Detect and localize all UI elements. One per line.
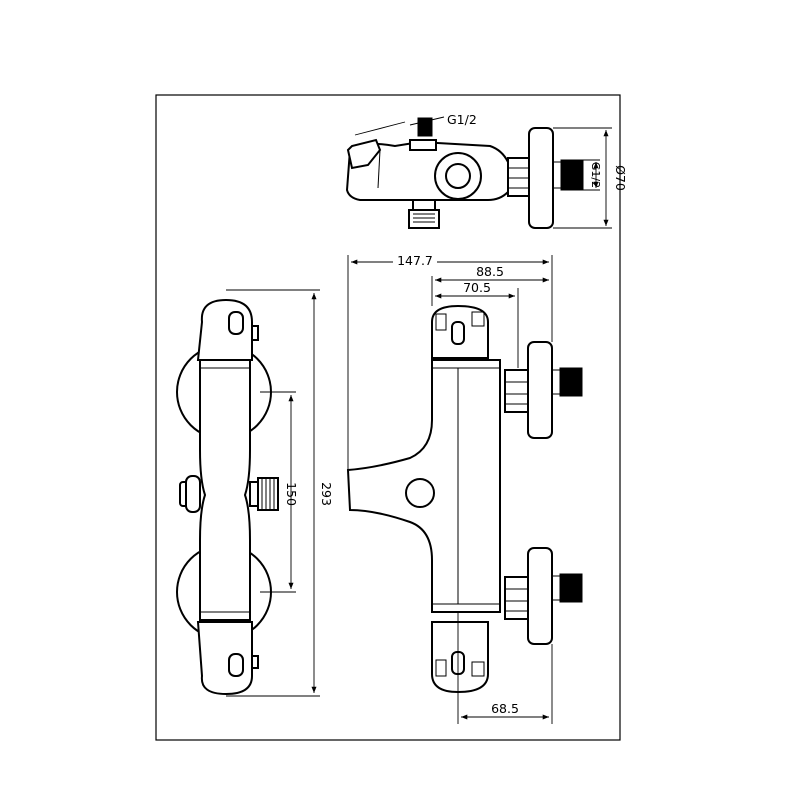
- label-width-147: 147.7: [397, 253, 433, 268]
- top-view-nut: [409, 139, 437, 151]
- label-depth-70: 70.5: [463, 280, 491, 295]
- side-outlet-hole: [405, 478, 435, 508]
- label-diameter: Ø70: [613, 165, 628, 191]
- label-spacing-150: 150: [284, 482, 299, 506]
- side-view: 147.7 88.5 70.5 68.5: [346, 253, 583, 724]
- top-view-hex-nut: [507, 157, 531, 197]
- top-view-knob-inner: [445, 163, 471, 189]
- side-lower-thread: [559, 573, 583, 603]
- side-top-slot: [451, 321, 465, 345]
- side-upper-thread: [559, 367, 583, 397]
- side-upper-hex-nut: [504, 369, 530, 413]
- drawing-frame: [155, 94, 621, 741]
- front-top-slot: [228, 311, 244, 335]
- front-button-cap: [185, 475, 201, 513]
- front-bottom-slot: [228, 653, 244, 677]
- side-lower-hex-nut: [504, 576, 530, 620]
- front-body: [199, 359, 251, 621]
- label-height-293: 293: [319, 482, 334, 506]
- front-bottom-stub: [251, 655, 259, 669]
- label-thread-top: G1/2: [447, 112, 477, 127]
- top-view-lever: [346, 138, 382, 170]
- top-view: G1/2 Ø70 G1/2: [345, 112, 628, 229]
- front-outlet: [257, 477, 279, 511]
- side-lower-flange: [527, 547, 553, 645]
- label-depth-88: 88.5: [476, 264, 504, 279]
- front-view: 293 150: [176, 289, 334, 697]
- top-view-flange-thread: [560, 159, 584, 191]
- front-top-cap: [196, 298, 253, 361]
- side-upper-flange: [527, 341, 553, 439]
- front-bottom-cap: [196, 621, 253, 696]
- top-view-outlet-nut: [412, 199, 436, 211]
- label-thread-side: G1/2: [589, 162, 602, 188]
- label-depth-68: 68.5: [491, 701, 519, 716]
- top-view-flange: [528, 127, 554, 229]
- front-top-stub: [251, 325, 259, 341]
- top-view-outlet: [408, 209, 440, 229]
